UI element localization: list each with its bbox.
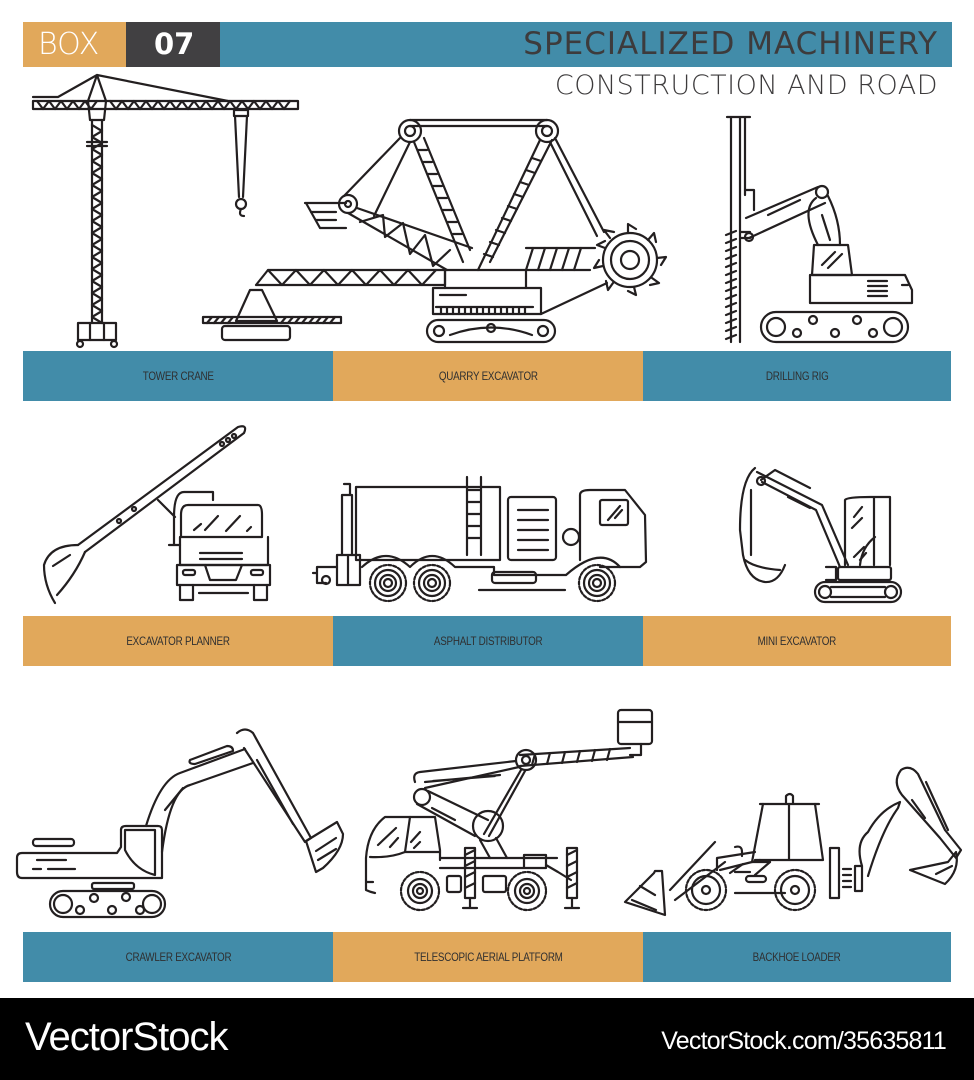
label-row-2: EXCAVATOR PLANNER ASPHALT DISTRIBUTOR MI… [23,616,951,666]
header-bar [220,22,952,67]
telescopic-aerial-platform-icon [364,708,654,912]
label-row-1: TOWER CRANE QUARRY EXCAVATOR DRILLING RI… [23,351,951,401]
label-quarry-excavator: QUARRY EXCAVATOR [333,351,643,401]
label-tower-crane: TOWER CRANE [23,351,333,401]
drilling-rig-icon [724,115,914,344]
mini-excavator-icon [738,466,903,604]
crawler-excavator-icon [15,728,345,919]
label-backhoe-loader: BACKHOE LOADER [643,932,951,982]
label-telescopic-aerial-platform: TELESCOPIC AERIAL PLATFORM [333,932,643,982]
footer-bar [0,998,974,1080]
label-excavator-planner: EXCAVATOR PLANNER [23,616,333,666]
box-number: 07 [126,22,220,67]
label-mini-excavator: MINI EXCAVATOR [643,616,951,666]
box-label: BOX [23,22,126,67]
quarry-excavator-icon [201,118,668,344]
label-drilling-rig: DRILLING RIG [643,351,951,401]
footer-brand-logo: VectorStock [25,1015,228,1059]
excavator-planner-icon [42,425,272,605]
tower-crane-icon [31,73,300,349]
label-crawler-excavator: CRAWLER EXCAVATOR [23,932,333,982]
footer-image-id: VectorStock.com/35635811 [661,1027,947,1055]
page-subtitle: CONSTRUCTION AND ROAD [554,70,938,101]
machinery-illustrations [15,73,963,919]
label-row-3: CRAWLER EXCAVATOR TELESCOPIC AERIAL PLAT… [23,932,951,982]
backhoe-loader-icon [623,766,963,917]
page-title: SPECIALIZED MACHINERY [523,26,938,62]
asphalt-distributor-icon [311,475,648,603]
label-asphalt-distributor: ASPHALT DISTRIBUTOR [333,616,643,666]
